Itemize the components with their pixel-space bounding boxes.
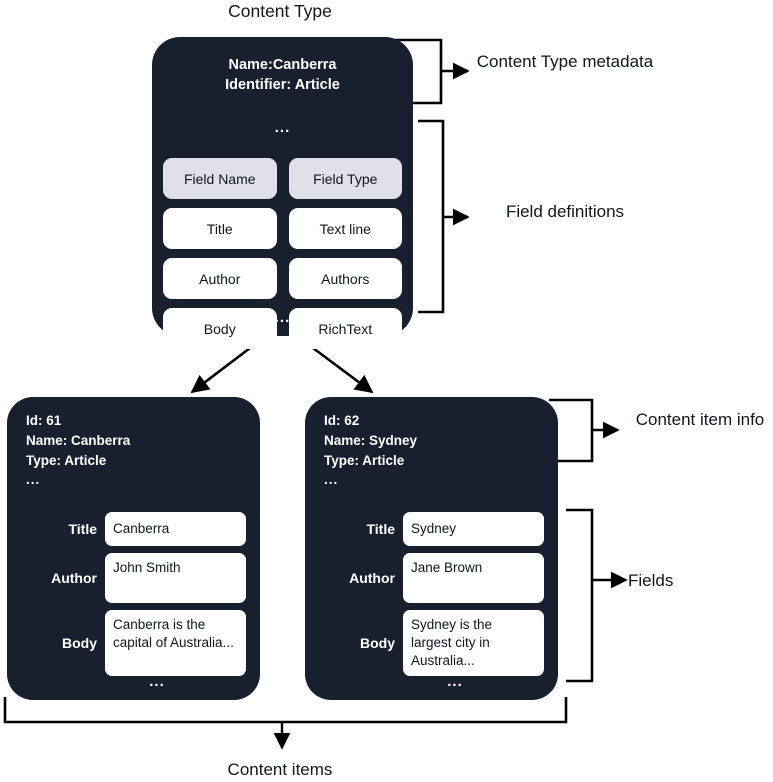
annotation-content-type-metadata: Content Type metadata xyxy=(476,52,654,71)
item-field-label: Title xyxy=(68,521,97,537)
bottom-title: Content items xyxy=(227,760,333,779)
content-item-name: Name: Sydney xyxy=(324,433,418,448)
item-field-label: Author xyxy=(51,570,97,586)
arrow-content-type-to-item-right xyxy=(304,340,374,394)
item-field-row: Body Sydney is the largest city in Austr… xyxy=(319,610,544,676)
content-item-name: Name: Canberra xyxy=(26,433,131,448)
field-name-header: Field Name xyxy=(163,158,277,199)
content-item-fields-ellipsis: ... xyxy=(447,673,463,690)
field-type-header: Field Type xyxy=(288,158,402,199)
item-field-value: Canberra xyxy=(105,512,246,546)
content-item-fields: Title Sydney Author Jane Brown Body Sydn… xyxy=(319,512,544,676)
content-item-card-61: Id: 61 Name: Canberra Type: Article ... … xyxy=(7,397,260,700)
field-table-row: Body RichText xyxy=(163,308,402,349)
field-type-cell: Authors xyxy=(288,258,402,299)
content-type-card: Name:Canberra Identifier: Article ... Fi… xyxy=(152,37,413,349)
content-type-metadata-ellipsis: ... xyxy=(274,119,291,136)
field-table-row: Author Authors xyxy=(163,258,402,299)
item-field-row: Body Canberra is the capital of Australi… xyxy=(21,610,246,676)
content-item-id: Id: 61 xyxy=(26,413,62,428)
item-field-value: Jane Brown xyxy=(403,553,544,603)
item-field-row: Author John Smith xyxy=(21,553,246,603)
annotation-fields: Fields xyxy=(628,571,674,590)
item-field-label: Body xyxy=(62,635,97,651)
content-item-type: Type: Article xyxy=(324,453,405,468)
content-item-fields-ellipsis: ... xyxy=(149,673,165,690)
item-field-value: John Smith xyxy=(105,553,246,603)
bracket-content-item-info xyxy=(549,398,620,463)
item-field-label: Title xyxy=(366,521,395,537)
field-name-cell: Title xyxy=(163,208,277,249)
content-item-info: Id: 62 Name: Sydney Type: Article ... xyxy=(324,411,417,489)
content-type-identifier: Identifier: Article xyxy=(225,77,340,93)
item-field-value: Sydney is the largest city in Australia.… xyxy=(403,610,544,676)
field-type-cell: Text line xyxy=(288,208,402,249)
content-item-card-62: Id: 62 Name: Sydney Type: Article ... Ti… xyxy=(305,397,558,700)
content-type-metadata: Name:Canberra Identifier: Article xyxy=(152,55,413,95)
arrow-content-type-to-item-left xyxy=(190,340,259,394)
bracket-content-items xyxy=(3,697,568,750)
field-name-cell: Author xyxy=(163,258,277,299)
field-type-cell: RichText xyxy=(288,308,402,349)
item-field-value: Canberra is the capital of Australia... xyxy=(105,610,246,676)
annotation-content-item-info: Content item info xyxy=(635,410,765,429)
bracket-field-definitions xyxy=(418,119,470,314)
content-item-fields: Title Canberra Author John Smith Body Ca… xyxy=(21,512,246,676)
content-type-name: Name:Canberra xyxy=(228,57,337,73)
content-item-info-ellipsis: ... xyxy=(26,472,41,487)
annotation-field-definitions: Field definitions xyxy=(505,202,625,221)
content-item-info: Id: 61 Name: Canberra Type: Article ... xyxy=(26,411,130,489)
field-name-cell: Body xyxy=(163,308,277,349)
content-item-id: Id: 62 xyxy=(324,413,360,428)
item-field-label: Author xyxy=(349,570,395,586)
bracket-item-fields xyxy=(566,508,628,683)
item-field-row: Title Canberra xyxy=(21,512,246,546)
field-table-row: Title Text line xyxy=(163,208,402,249)
page-title: Content Type xyxy=(228,1,332,21)
item-field-value: Sydney xyxy=(403,512,544,546)
item-field-row: Title Sydney xyxy=(319,512,544,546)
field-table-ellipsis: ... xyxy=(274,309,291,326)
field-definition-table: Field Name Field Type Title Text line Au… xyxy=(163,158,402,349)
content-item-info-ellipsis: ... xyxy=(324,472,339,487)
item-field-row: Author Jane Brown xyxy=(319,553,544,603)
field-table-header-row: Field Name Field Type xyxy=(163,158,402,199)
content-item-type: Type: Article xyxy=(26,453,107,468)
item-field-label: Body xyxy=(360,635,395,651)
